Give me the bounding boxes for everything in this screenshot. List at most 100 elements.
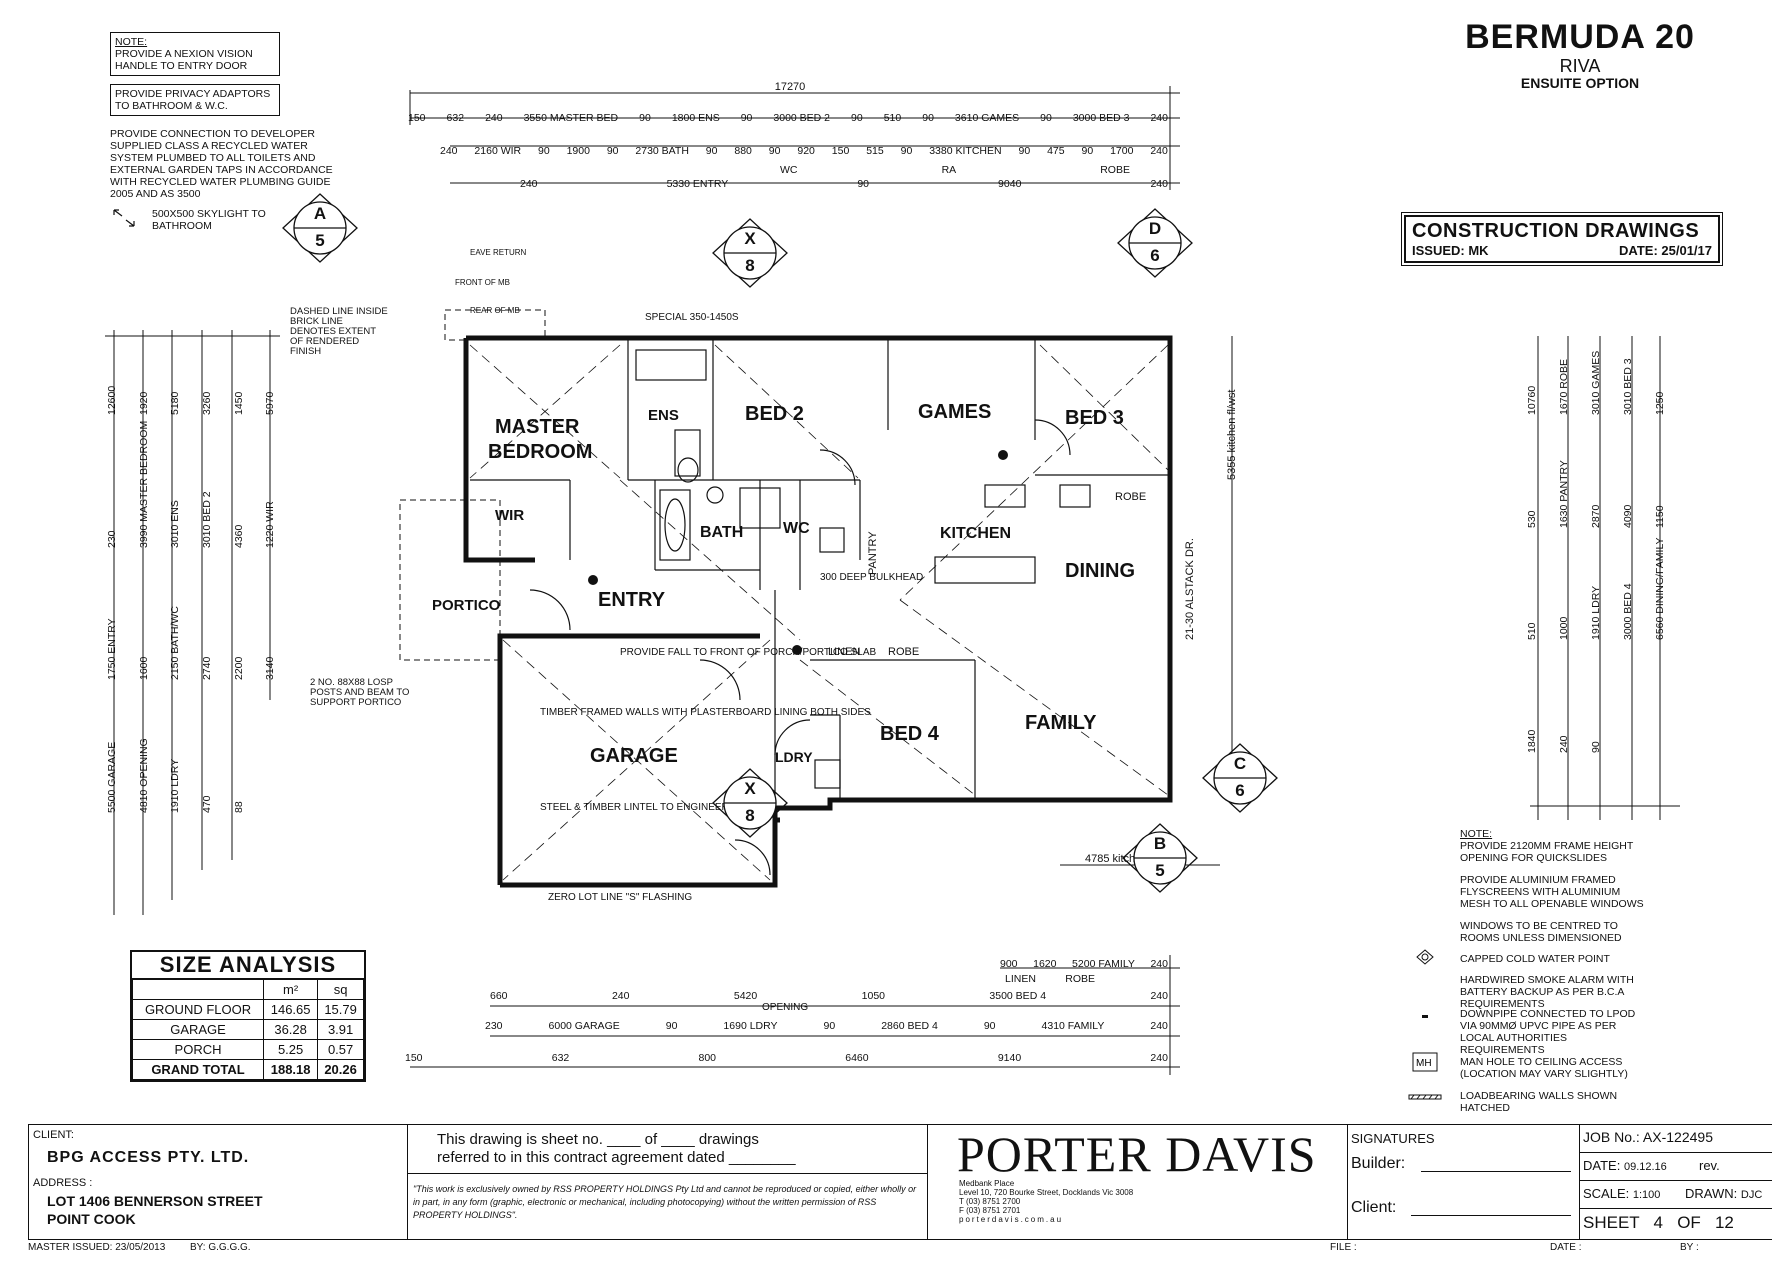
dim-value: 2730 BATH [635, 145, 689, 157]
address-line-2: POINT COOK [47, 1211, 136, 1227]
dim-value: 240 [440, 145, 458, 157]
dim-value: 880 [734, 145, 752, 157]
room-pantry: PANTRY [867, 531, 879, 575]
dim-value: 800 [698, 1052, 717, 1064]
dim-value: 2870 [1590, 504, 1602, 528]
room-kitchen: KITCHEN [940, 525, 1011, 542]
signatures-label: SIGNATURES [1351, 1131, 1435, 1146]
dim-value: 90 [900, 145, 913, 157]
dim-value: 9140 [997, 1052, 1022, 1064]
sheet-line-2: referred to in this contract agreement d… [437, 1149, 796, 1166]
dim-value: 90 [740, 112, 753, 124]
file-label: FILE : [1330, 1242, 1357, 1253]
note-text: PROVIDE A NEXION VISION HANDLE TO ENTRY … [115, 48, 253, 72]
dim-sub-label: ROBE [1065, 973, 1095, 985]
dim-value: 3000 BED 3 [1072, 112, 1130, 124]
dim-value: 1000 [1558, 616, 1570, 640]
dim-sub-label: RA [941, 164, 957, 176]
marker-number: 6 [1150, 246, 1160, 265]
dim-value: 3140 [264, 656, 277, 680]
dim-value: 240 [1150, 1020, 1168, 1032]
dim-value: 475 [1047, 145, 1065, 157]
dim-value: 2200 [232, 656, 245, 680]
dim-value: 470 [201, 794, 213, 813]
dim-value: 90 [538, 145, 550, 157]
note-alstack: 21-30 ALSTACK DR. [1184, 538, 1196, 640]
job-number: JOB No.: AX-122495 [1579, 1125, 1772, 1153]
dim-value: 660 [490, 990, 508, 1002]
dim-value: 1630 PANTRY [1558, 459, 1570, 528]
dim-value: 1690 LDRY [723, 1020, 778, 1032]
dim-overall-top: 17270 [774, 81, 806, 93]
dim-value: 3610 GAMES [954, 112, 1020, 124]
dim-value: 88 [232, 800, 245, 813]
dim-row-bottom-2-sub: OPENING [762, 1002, 822, 1014]
title-block: BERMUDA 20 RIVA ENSUITE OPTION [1440, 18, 1720, 91]
dim-value: 90 [1590, 740, 1602, 753]
drawing-title: BERMUDA 20 [1465, 18, 1695, 56]
dim-value: 4810 OPENING [137, 737, 150, 813]
col-m2: m² [263, 979, 319, 1000]
room-linen: LINEN [828, 646, 860, 658]
dim-value: 9040 [998, 178, 1022, 190]
marker-letter: B [1153, 834, 1167, 853]
by-label: BY : [1680, 1242, 1699, 1253]
client-cell: CLIENT: BPG ACCESS PTY. LTD. ADDRESS : L… [29, 1125, 408, 1239]
dim-value: 3010 ENS [169, 499, 182, 548]
builder-signature: Builder: [1351, 1155, 1406, 1172]
dim-value: 5970 [264, 391, 277, 415]
dim-value: 510 [1526, 622, 1538, 640]
issued-date: DATE: 25/01/17 [1619, 243, 1712, 258]
client-name: BPG ACCESS PTY. LTD. [47, 1149, 250, 1166]
dim-value: 90 [768, 145, 781, 157]
copyright-notice: "This work is exclusively owned by RSS P… [413, 1184, 917, 1220]
dim-value: 632 [551, 1052, 570, 1064]
room-master: MASTER [495, 416, 580, 438]
dim-value: 2740 [201, 656, 213, 680]
room-bed4: BED 4 [880, 723, 940, 745]
dim-sub-label: LINEN [1005, 973, 1036, 985]
capped-water-icon [1416, 949, 1434, 965]
portico-outline [399, 499, 501, 661]
dim-value: 920 [797, 145, 815, 157]
room-bed2: BED 2 [745, 403, 804, 425]
dim-value: 90 [922, 112, 934, 124]
dim-row-top-2-sub: WC RA ROBE [780, 164, 1130, 176]
dim-value: 1840 [1526, 729, 1538, 753]
title-bar: CLIENT: BPG ACCESS PTY. LTD. ADDRESS : L… [28, 1124, 1772, 1240]
dim-value: 1800 ENS [671, 112, 720, 124]
dim-value: 240 [1150, 958, 1168, 970]
legend-capped-water: CAPPED COLD WATER POINT [1460, 953, 1610, 965]
legend-loadbearing: LOADBEARING WALLS SHOWN HATCHED [1460, 1090, 1618, 1114]
issued-by: ISSUED: MK [1412, 243, 1489, 258]
ceiling-diagonals [469, 344, 1169, 881]
dim-value: 230 [106, 529, 118, 548]
note-bulkhead: 300 DEEP BULKHEAD [820, 572, 923, 583]
construction-heading: CONSTRUCTION DRAWINGS [1412, 220, 1700, 242]
room-robe: ROBE [888, 646, 919, 658]
fixtures [588, 349, 1091, 789]
dim-sub-label: WC [780, 164, 798, 176]
dim-value: 1600 [137, 656, 150, 680]
dim-value: 12600 [106, 385, 118, 415]
dim-value: 5330 ENTRY [666, 178, 729, 190]
dim-value: 1700 [1110, 145, 1134, 157]
legend: NOTE:PROVIDE 2120MM FRAME HEIGHT OPENING… [1460, 828, 1660, 1118]
legend-smoke-alarm: HARDWIRED SMOKE ALARM WITH BATTERY BACKU… [1460, 974, 1634, 1010]
dim-value: 510 [883, 112, 902, 124]
dim-value: 1920 [137, 391, 150, 415]
dim-value: 240 [1558, 734, 1570, 753]
dim-value: 150 [405, 1052, 423, 1064]
dim-value: 90 [823, 1020, 836, 1032]
drawing-variant: RIVA [1559, 56, 1601, 76]
downpipe-icon [1422, 1015, 1428, 1018]
dim-sub-label: ROBE [1100, 164, 1130, 176]
